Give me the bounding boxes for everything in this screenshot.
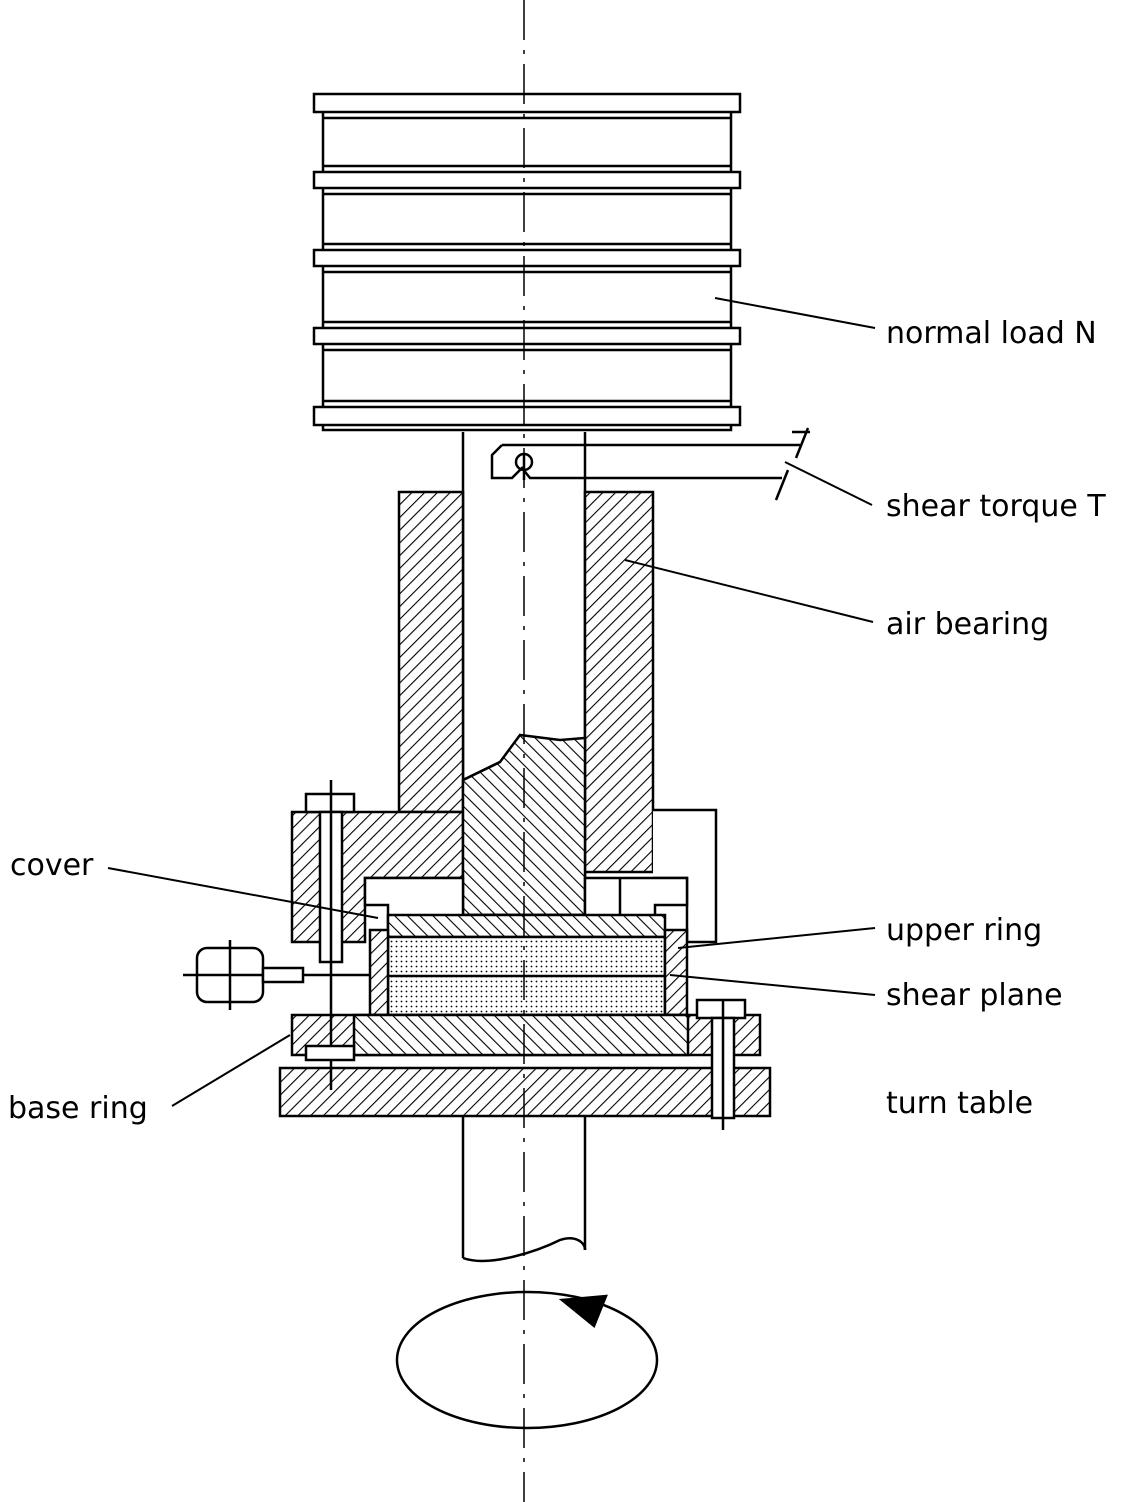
cover <box>363 876 689 939</box>
leader-lines <box>107 297 876 1107</box>
normal-load-weights <box>312 92 742 432</box>
label-base-ring: base ring <box>8 1091 148 1126</box>
label-normal-load: normal load N <box>886 316 1097 351</box>
label-turn-table: turn table <box>886 1086 1033 1121</box>
left-bolt <box>304 780 356 1090</box>
base-ring <box>290 1013 762 1057</box>
lower-shaft <box>461 1116 587 1263</box>
label-air-bearing: air bearing <box>886 607 1049 642</box>
dial-gauge <box>183 940 370 1010</box>
torque-arm <box>490 427 810 501</box>
sample-chamber <box>368 928 689 1017</box>
label-shear-torque: shear torque T <box>886 489 1106 524</box>
right-bolt <box>695 998 747 1130</box>
piston <box>461 733 587 917</box>
turn-table <box>278 1066 772 1118</box>
rotation-arrow <box>395 1290 659 1430</box>
label-cover: cover <box>10 848 94 883</box>
label-shear-plane: shear plane <box>886 978 1063 1013</box>
label-upper-ring: upper ring <box>886 913 1042 948</box>
